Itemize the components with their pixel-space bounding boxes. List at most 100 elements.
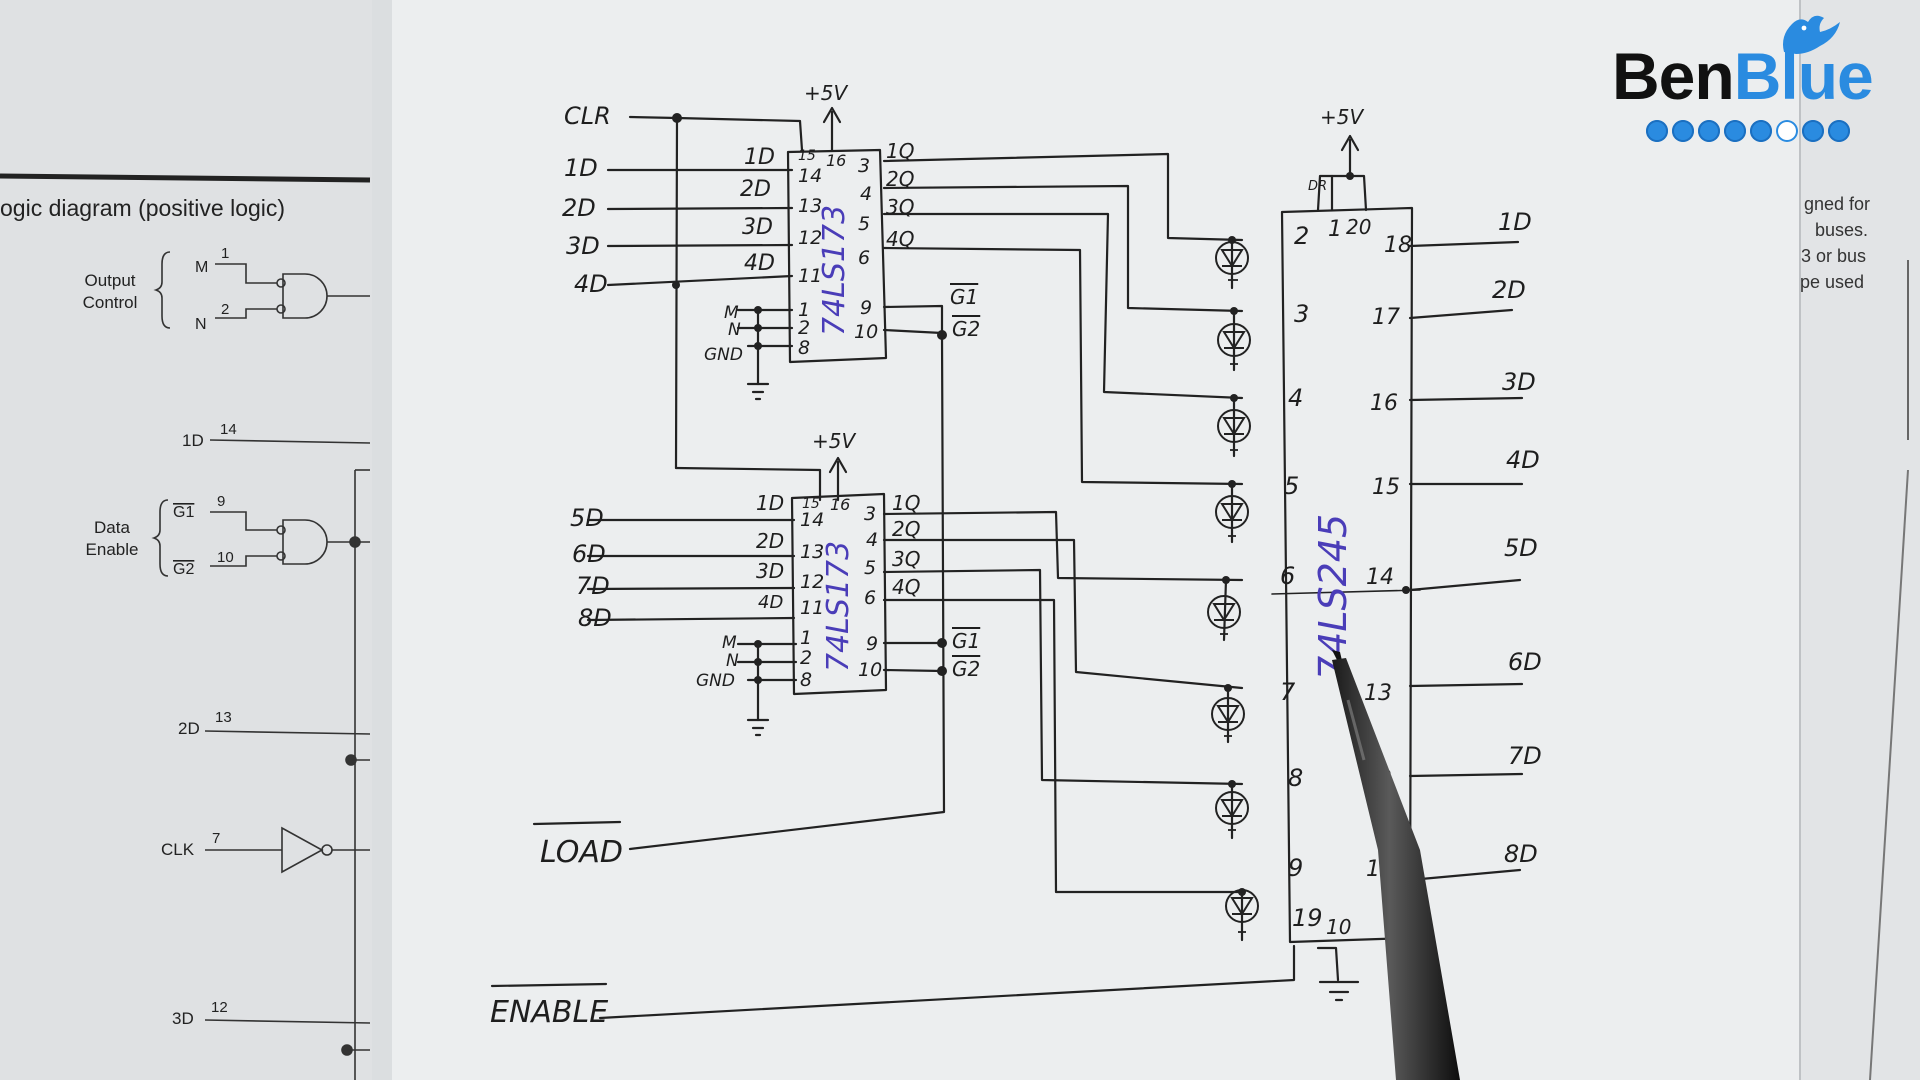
chip1-pin-label-3d: 3D [742, 215, 773, 240]
logo-dot [1698, 120, 1720, 142]
transceiver-pin-9: 9 [1288, 854, 1303, 882]
bus-2d: 2D [1492, 276, 1526, 304]
chip2-pin-label-4d: 4D [758, 592, 783, 613]
logo-dot [1750, 120, 1772, 142]
bus-4d: 4D [1506, 446, 1540, 474]
chip1-pin-label-4d: 4D [744, 251, 775, 276]
input-5d: 5D [570, 504, 604, 532]
chip2-pin-label-1d: 1D [756, 491, 784, 515]
chip2-pin-10: 10 [858, 659, 882, 681]
logo-dot [1802, 120, 1824, 142]
chip2-pin-14: 14 [800, 509, 824, 531]
logo-dot [1672, 120, 1694, 142]
logo-dot [1724, 120, 1746, 142]
input-6d: 6D [572, 540, 606, 568]
input-1d-label: 1D [182, 431, 204, 450]
right-page-line-4: pe used [1800, 272, 1864, 292]
chip1-pin-12: 12 [798, 227, 822, 249]
chip1-out-2q: 2Q [886, 167, 914, 191]
logo-dot [1776, 120, 1798, 142]
chip2-pin-11: 11 [800, 597, 824, 619]
transceiver-power-label: +5V [1320, 105, 1364, 129]
bird-icon [1783, 15, 1840, 54]
input-8d: 8D [578, 604, 612, 632]
chip1-pin-4: 4 [860, 183, 872, 205]
transceiver-pin-7: 7 [1280, 678, 1296, 706]
chip2-pin-2: 2 [800, 647, 812, 669]
pin-g1-number: 9 [217, 493, 225, 510]
chip2-out-1q: 1Q [892, 491, 920, 515]
chip2-pin-6: 6 [864, 587, 876, 609]
logo-text-ben: Ben [1612, 39, 1735, 113]
transceiver-pin-17: 17 [1372, 305, 1400, 330]
chip2-pin-16: 16 [830, 495, 850, 514]
chip2-pin-5: 5 [864, 557, 876, 579]
transceiver-pin-1: 1 [1328, 217, 1342, 242]
bus-6d: 6D [1508, 648, 1542, 676]
chip1-pin-11: 11 [798, 265, 822, 287]
chip2-out-3q: 3Q [892, 547, 920, 571]
transceiver-pin-18: 18 [1384, 233, 1412, 258]
chip1-name: 74LS173 [817, 205, 852, 336]
right-page-rule-2 [1869, 469, 1909, 1080]
led-symbols [1207, 241, 1259, 933]
schematic-junctions [672, 113, 1410, 896]
clk-number: 7 [212, 830, 220, 847]
transceiver-name: 74LS245 [1311, 514, 1355, 680]
chip1-power-label: +5V [804, 81, 848, 105]
transceiver-pin-13: 13 [1364, 681, 1392, 706]
bus-7d: 7D [1508, 742, 1542, 770]
chip2-power-label: +5V [812, 429, 856, 453]
pen-pointer [1332, 650, 1460, 1080]
chip1-out-3q: 3Q [886, 195, 914, 219]
chip1-pin-9: 9 [860, 297, 872, 319]
chip1-pin-8: 8 [798, 337, 810, 359]
datasheet-logic-diagram [0, 173, 371, 1080]
transceiver-pin-3: 3 [1294, 300, 1309, 328]
pin-m-label: M [195, 259, 208, 276]
chip2-pin-3: 3 [864, 503, 876, 525]
transceiver-pin-4: 4 [1288, 384, 1303, 412]
input-3d: 3D [566, 232, 600, 260]
output-control-label-2: Control [83, 293, 138, 312]
input-3d-label: 3D [172, 1009, 194, 1028]
transceiver-pin-8: 8 [1288, 764, 1303, 792]
transceiver-pin-14: 14 [1366, 565, 1394, 590]
chip1-m-label: M [724, 303, 739, 323]
chip1-pin-5: 5 [858, 213, 870, 235]
page-gutter [372, 0, 392, 1080]
logo-dot [1646, 120, 1668, 142]
enable-label: ENABLE [490, 995, 608, 1030]
chip1-g2-label: G2 [952, 317, 980, 341]
bus-3d: 3D [1502, 368, 1536, 396]
chip1-pin-15: 15 [798, 148, 816, 164]
right-page-line-2: buses. [1815, 220, 1868, 240]
chip2-pin-9: 9 [866, 633, 878, 655]
chip2-g2-label: G2 [952, 657, 980, 681]
chip1-pin-13: 13 [798, 195, 822, 217]
transceiver-pin-10: 10 [1326, 915, 1351, 939]
chip2-pin-label-2d: 2D [756, 529, 784, 553]
input-7d: 7D [576, 572, 610, 600]
chip1-g1-label: G1 [950, 285, 978, 309]
chip2-pin-1: 1 [800, 627, 812, 649]
pin-g2-label: G2 [173, 561, 194, 578]
datasheet-title: ogic diagram (positive logic) [0, 195, 285, 221]
transceiver-pin-16: 16 [1370, 391, 1398, 416]
chip1-pin-14: 14 [798, 165, 822, 187]
clr-label: CLR [564, 102, 611, 130]
chip1-pin-label-1d: 1D [744, 145, 775, 170]
transceiver-pin-6: 6 [1280, 562, 1295, 590]
bus-5d: 5D [1504, 534, 1538, 562]
transceiver-pin-5: 5 [1284, 472, 1299, 500]
transceiver-pin-15: 15 [1372, 475, 1400, 500]
clk-label: CLK [161, 840, 195, 859]
logo-text: BenBlue [1612, 38, 1874, 114]
chip2-out-2q: 2Q [892, 517, 920, 541]
right-page [1800, 0, 1920, 1080]
right-page-line-3: 3 or bus [1801, 246, 1866, 266]
chip1-n-label: N [728, 320, 741, 340]
chip2-pin-15: 15 [802, 496, 820, 512]
